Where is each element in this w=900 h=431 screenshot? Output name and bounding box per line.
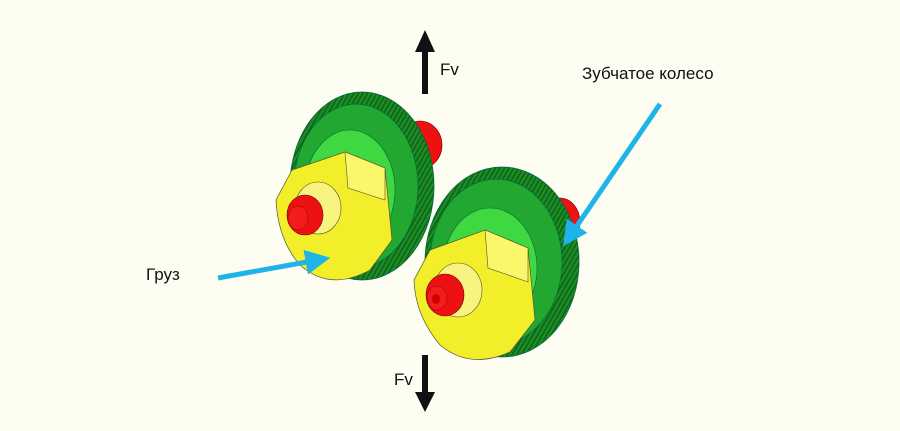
force-label-top: Fv bbox=[440, 60, 459, 79]
force-label-bottom: Fv bbox=[394, 370, 413, 389]
weight-label: Груз bbox=[146, 265, 180, 284]
force-arrow-down bbox=[415, 355, 435, 412]
gear-assembly-right bbox=[413, 166, 581, 360]
pointer-arrow-gear bbox=[562, 102, 663, 247]
force-arrow-up bbox=[415, 30, 435, 94]
gear-assembly-left bbox=[275, 91, 443, 281]
pointer-arrow-weight bbox=[217, 249, 331, 281]
gear-label: Зубчатое колесо bbox=[582, 64, 714, 83]
